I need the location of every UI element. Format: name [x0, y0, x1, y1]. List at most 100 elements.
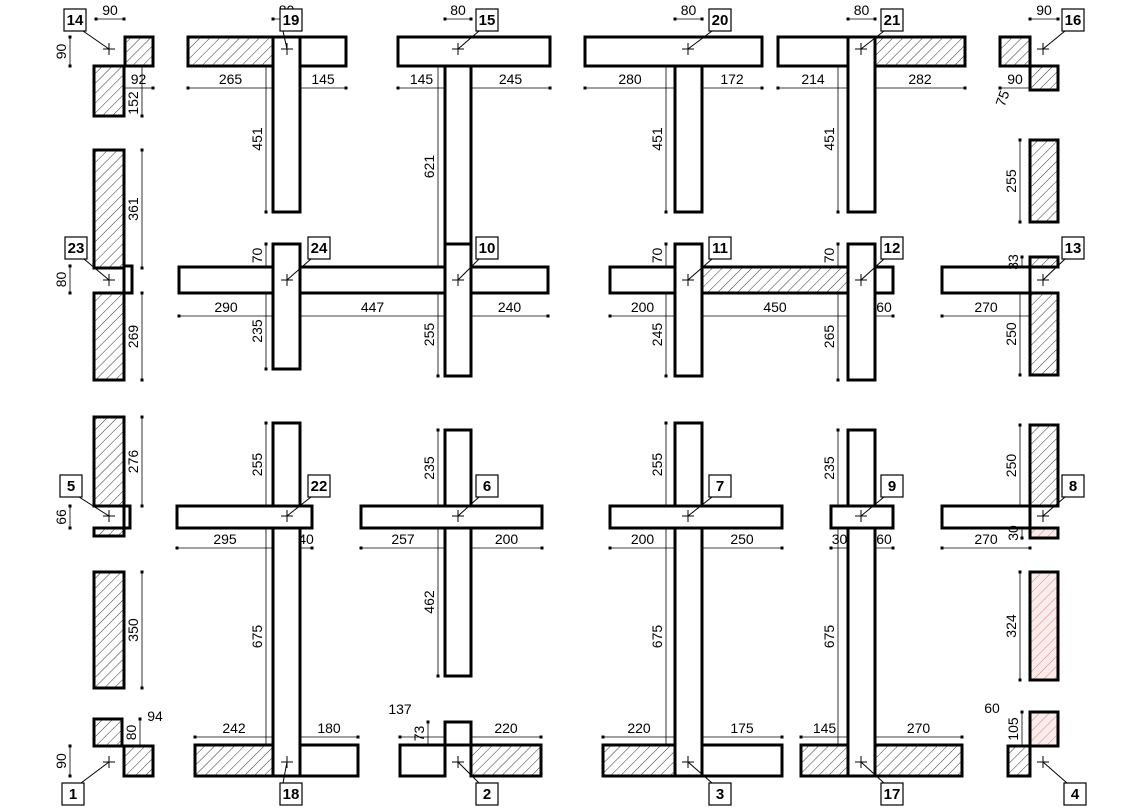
node-marker: 16: [1037, 8, 1085, 55]
dimension-text: 255: [1003, 169, 1019, 193]
hatched-wall-segment: [1028, 64, 1060, 92]
dimension-text: 350: [125, 618, 141, 642]
wall-segment: [608, 504, 784, 530]
node-marker: 22: [281, 474, 331, 522]
dimension-text: 276: [125, 450, 141, 474]
wall-segment: [298, 743, 360, 778]
node-label-box: [307, 474, 331, 498]
dimension-text: 75: [992, 88, 1012, 108]
dimension-text: 282: [908, 71, 932, 87]
node-label: 11: [712, 240, 728, 257]
dimension-text: 255: [649, 453, 665, 477]
leader-line: [860, 496, 885, 517]
dimension-text: 361: [125, 197, 141, 221]
node-label-box: [708, 474, 732, 498]
dimension-text: 105: [1005, 717, 1021, 741]
node-label-box: [307, 236, 331, 260]
hatched-wall-segment: [799, 743, 850, 778]
dimension-text: 200: [495, 531, 519, 547]
hatched-wall-segment: [92, 291, 126, 382]
node-label: 13: [1065, 240, 1082, 257]
node-label: 8: [1069, 478, 1077, 495]
dimension-text: 60: [876, 531, 892, 547]
node-label: 10: [479, 240, 496, 257]
hatched-wall-segment: [1006, 744, 1032, 778]
dimension-text: 80: [123, 725, 139, 741]
wall-segment: [443, 428, 473, 678]
dimension-text: 280: [618, 71, 642, 87]
dimension-text: 214: [801, 71, 825, 87]
leader-line: [78, 496, 110, 517]
node-label: 19: [283, 12, 300, 29]
dimension-text: 245: [649, 323, 665, 347]
leader-line: [82, 30, 110, 50]
hatched-wall-segment: [92, 64, 126, 118]
wall-segment: [122, 504, 132, 530]
wall-elements: [92, 35, 1060, 778]
node-label-box: [475, 474, 499, 498]
node-marker: 11: [682, 236, 732, 286]
wall-segment: [846, 428, 877, 778]
dimension-text: 145: [410, 71, 434, 87]
node-label: 18: [283, 786, 300, 803]
dimension-text: 94: [147, 708, 163, 724]
wall-segment: [673, 421, 704, 778]
wall-segment: [175, 504, 314, 530]
hatched-wall-segment: [92, 526, 126, 538]
hatched-wall-segment: [469, 743, 543, 778]
dimension-text: 80: [53, 272, 69, 288]
wall-segment: [776, 35, 850, 68]
dimension-text: 255: [249, 453, 265, 477]
dimension-text: 70: [249, 248, 265, 264]
leader-line: [687, 496, 713, 517]
wall-segment: [359, 504, 544, 530]
hatched-wall-segment: [92, 570, 126, 690]
node-label-box: [64, 236, 88, 260]
wall-segment: [700, 743, 784, 778]
node-marker: 4: [1037, 756, 1087, 806]
dimension-text: 90: [1007, 71, 1023, 87]
node-marker: 7: [682, 474, 732, 522]
wall-segment: [396, 35, 552, 68]
hatched-wall-segment: [92, 415, 126, 508]
hatched-wall-segment: [601, 743, 677, 778]
dimension-text: 270: [974, 531, 998, 547]
node-label-box: [708, 8, 732, 32]
wall-segment: [271, 242, 302, 371]
node-label-box: [880, 236, 904, 260]
leader-line: [1042, 496, 1066, 517]
node-marker: 6: [452, 474, 499, 522]
node-label: 21: [884, 12, 901, 29]
hatched-wall-segment: [92, 148, 126, 270]
dimension-text: 30: [1005, 525, 1021, 541]
dimension-text: 90: [1036, 2, 1052, 18]
node-marker: 12: [855, 236, 904, 286]
dimension-text: 447: [361, 299, 385, 315]
node-marker: 20: [682, 8, 732, 55]
dimension-text: 675: [821, 625, 837, 649]
dimension-text: 242: [222, 720, 246, 736]
node-label-box: [1061, 474, 1085, 498]
dimension-text: 90: [53, 44, 69, 60]
dimension-text: 270: [974, 299, 998, 315]
node-label-box: [880, 8, 904, 32]
node-label-box: [59, 474, 83, 498]
hatched-wall-segment: [123, 35, 155, 68]
dimension-text: 145: [813, 720, 837, 736]
dimension-text: 60: [876, 299, 892, 315]
leader-line: [457, 30, 480, 50]
wall-segment: [271, 421, 302, 778]
dimension-text: 70: [821, 248, 837, 264]
node-label-box: [1061, 8, 1085, 32]
leader-line: [860, 30, 885, 50]
hatched-wall-segment: [92, 717, 124, 748]
node-label-box: [475, 8, 499, 32]
dimension-text: 250: [1003, 322, 1019, 346]
leader-line: [687, 258, 713, 281]
node-label: 24: [311, 240, 328, 257]
dimension-text: 245: [499, 71, 523, 87]
node-label: 4: [1071, 786, 1080, 803]
node-label: 17: [884, 786, 901, 803]
node-marker: 19: [279, 8, 303, 55]
